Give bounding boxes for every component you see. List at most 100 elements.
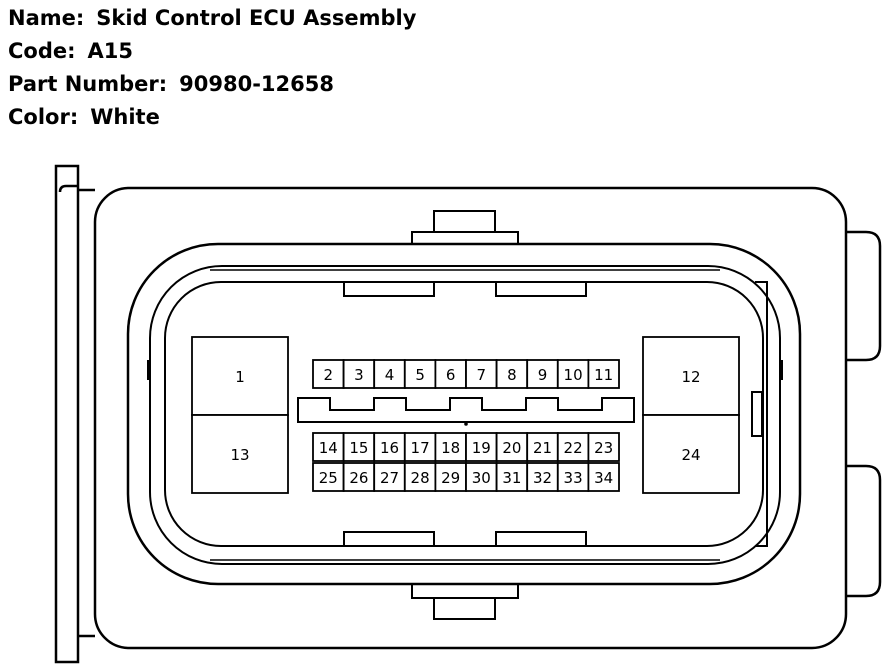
pin-26: 26 — [342, 462, 376, 492]
outer-housing — [93, 186, 848, 650]
pin-33-label: 33 — [564, 469, 583, 487]
pin-20: 20 — [495, 432, 529, 462]
part-number-value: 90980-12658 — [179, 72, 334, 96]
pin-29-box — [434, 462, 467, 492]
pin-25-label: 25 — [319, 469, 338, 487]
pin-2-label: 2 — [324, 366, 334, 384]
pin-26-label: 26 — [349, 469, 368, 487]
pin-7-box — [465, 359, 498, 389]
pin-6-label: 6 — [446, 366, 456, 384]
pin-32: 32 — [526, 462, 559, 492]
pin-5-label: 5 — [415, 366, 425, 384]
pin-17: 17 — [403, 432, 437, 462]
pin-22-box — [556, 432, 590, 462]
pin-10-label: 10 — [564, 366, 583, 384]
pin-32-label: 32 — [533, 469, 552, 487]
pin-33: 33 — [556, 462, 590, 492]
pin-2: 2 — [312, 359, 345, 389]
code-row: Code:A15 — [8, 35, 416, 68]
pin-5-box — [403, 359, 437, 389]
name-label: Name: — [8, 6, 85, 30]
pin-21: 21 — [526, 432, 559, 462]
pin-16: 16 — [373, 432, 406, 462]
shell-inner — [149, 265, 781, 565]
pin-23-box — [587, 432, 620, 462]
pin-9-label: 9 — [538, 366, 548, 384]
pin-6: 6 — [434, 359, 467, 389]
pin-30: 30 — [465, 462, 498, 492]
pin-30-label: 30 — [472, 469, 491, 487]
pin-4-box — [373, 359, 406, 389]
top-tab — [411, 210, 519, 244]
pin-16-label: 16 — [380, 439, 399, 457]
connector-info: Name:Skid Control ECU Assembly Code:A15 … — [8, 2, 416, 134]
pin-3-box — [342, 359, 376, 389]
part-number-row: Part Number: 90980-12658 — [8, 68, 416, 101]
pin-14-box — [312, 432, 345, 462]
code-value: A15 — [87, 39, 133, 63]
pin-22-label: 22 — [564, 439, 583, 457]
left-flange — [54, 164, 95, 664]
pin-33-box — [556, 462, 590, 492]
pin-31-box — [495, 462, 529, 492]
pin-24: 24 — [642, 414, 740, 494]
pin-11: 11 — [587, 359, 620, 389]
pin-12: 12 — [642, 336, 740, 416]
pin-34-box — [587, 462, 620, 492]
pin-12-label: 12 — [681, 368, 700, 386]
pin-7: 7 — [465, 359, 498, 389]
pin-34: 34 — [587, 462, 620, 492]
pin-9-box — [526, 359, 559, 389]
pin-31: 31 — [495, 462, 529, 492]
color-label: Color: — [8, 105, 79, 129]
pin-4-label: 4 — [385, 366, 395, 384]
pin-10: 10 — [556, 359, 590, 389]
pin-19: 19 — [465, 432, 498, 462]
pin-24-box — [642, 414, 740, 494]
pin-1-box — [191, 336, 289, 416]
pin-4: 4 — [373, 359, 406, 389]
pin-14: 14 — [312, 432, 345, 462]
pin-11-box — [587, 359, 620, 389]
pin-14-label: 14 — [319, 439, 338, 457]
pin-29: 29 — [434, 462, 467, 492]
side-lock — [751, 391, 763, 437]
pin-34-label: 34 — [594, 469, 613, 487]
pin-15-box — [342, 432, 376, 462]
pin-27-label: 27 — [380, 469, 399, 487]
pin-8: 8 — [495, 359, 529, 389]
pin-15: 15 — [342, 432, 376, 462]
top-keys — [343, 282, 587, 297]
pin-23-label: 23 — [594, 439, 613, 457]
name-value: Skid Control ECU Assembly — [96, 6, 417, 30]
pin-32-box — [526, 462, 559, 492]
pin-28-label: 28 — [411, 469, 430, 487]
pin-3-label: 3 — [354, 366, 364, 384]
pin-18: 18 — [434, 432, 467, 462]
pin-20-label: 20 — [502, 439, 521, 457]
shell-outer — [126, 242, 802, 586]
pin-24-label: 24 — [681, 446, 700, 464]
pin-3: 3 — [342, 359, 376, 389]
pin-7-label: 7 — [477, 366, 487, 384]
pin-25: 25 — [312, 462, 345, 492]
pin-31-label: 31 — [502, 469, 521, 487]
pin-22: 22 — [556, 432, 590, 462]
center-key-rail — [297, 397, 635, 423]
pin-13: 13 — [191, 414, 289, 494]
pin-12-box — [642, 336, 740, 416]
pin-19-box — [465, 432, 498, 462]
pin-2-box — [312, 359, 345, 389]
pin-8-label: 8 — [507, 366, 517, 384]
name-row: Name: Skid Control ECU Assembly — [8, 2, 416, 35]
pin-28-box — [403, 462, 437, 492]
pin-21-box — [526, 432, 559, 462]
pin-30-box — [465, 462, 498, 492]
part-number-label: Part Number: — [8, 72, 168, 96]
pin-29-label: 29 — [441, 469, 460, 487]
right-latches — [846, 230, 882, 598]
pin-17-label: 17 — [411, 439, 430, 457]
bottom-keys — [343, 531, 587, 546]
pin-13-label: 13 — [230, 446, 249, 464]
